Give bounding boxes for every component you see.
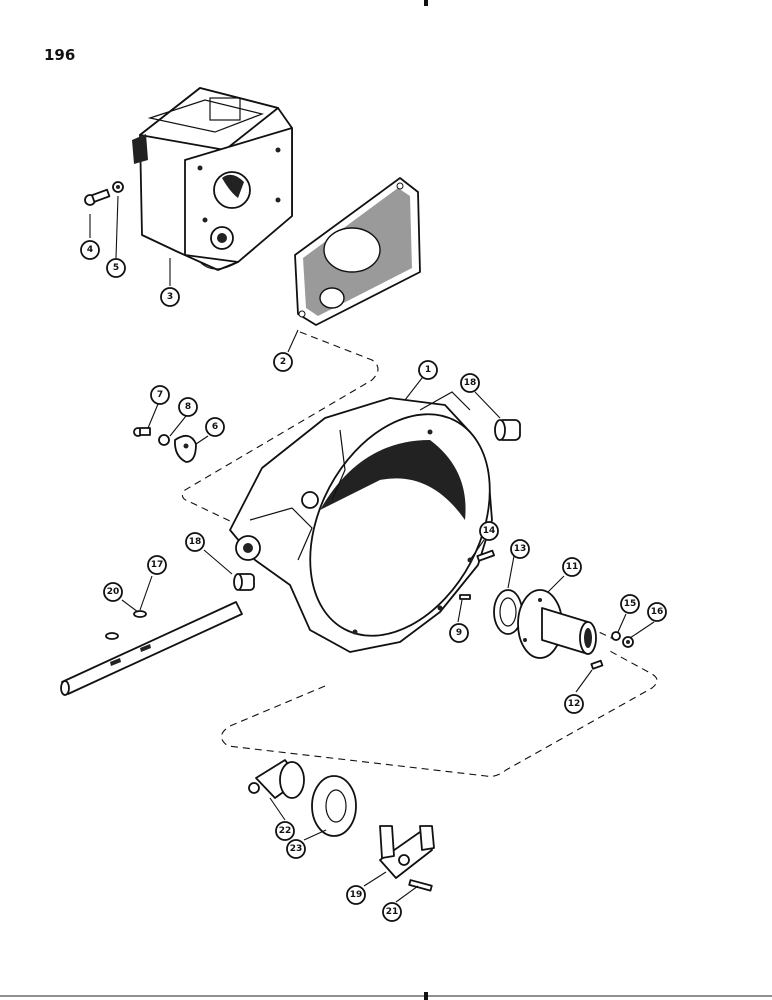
woodruff-key xyxy=(105,610,147,640)
callout-18-upper: 18 xyxy=(460,373,480,393)
release-bearing-carrier xyxy=(248,759,305,799)
top-edge-mark xyxy=(424,0,428,6)
callout-5: 5 xyxy=(106,258,126,278)
callout-6: 6 xyxy=(205,417,225,437)
bushing-lower xyxy=(233,573,255,591)
svg-text:3: 3 xyxy=(167,292,173,302)
dashed-link-gasket-housing xyxy=(181,331,379,523)
callout-20: 20 xyxy=(103,582,123,602)
lock-washer xyxy=(112,181,124,193)
svg-text:17: 17 xyxy=(151,560,164,570)
callout-22: 22 xyxy=(275,821,295,841)
svg-text:7: 7 xyxy=(157,390,163,400)
bearing-retainer xyxy=(517,589,597,659)
plate xyxy=(174,434,197,463)
callout-1: 1 xyxy=(418,360,438,380)
callout-19: 19 xyxy=(346,885,366,905)
svg-text:4: 4 xyxy=(87,245,93,255)
roll-pin xyxy=(408,879,433,892)
callout-8: 8 xyxy=(178,397,198,417)
callout-21: 21 xyxy=(382,902,402,922)
svg-text:23: 23 xyxy=(290,844,303,854)
dashed-link-hub-assembly xyxy=(220,649,658,777)
stud xyxy=(476,549,495,562)
callout-17: 17 xyxy=(147,555,167,575)
callout-7: 7 xyxy=(150,385,170,405)
svg-text:2: 2 xyxy=(280,357,286,367)
svg-text:16: 16 xyxy=(651,607,664,617)
screw xyxy=(133,427,151,437)
stud-lower xyxy=(590,659,604,670)
bottom-edge-mark xyxy=(424,992,428,1000)
svg-text:5: 5 xyxy=(113,263,119,273)
svg-text:13: 13 xyxy=(514,544,527,554)
callout-11: 11 xyxy=(562,557,582,577)
bolt xyxy=(84,188,111,206)
callout-15: 15 xyxy=(620,594,640,614)
callout-13: 13 xyxy=(510,539,530,559)
leader-lines xyxy=(89,195,655,903)
svg-text:8: 8 xyxy=(185,402,191,412)
bushing-upper xyxy=(494,419,521,441)
callout-16: 16 xyxy=(647,602,667,622)
svg-text:11: 11 xyxy=(566,562,579,572)
svg-text:20: 20 xyxy=(107,587,120,597)
svg-text:19: 19 xyxy=(350,890,363,900)
svg-text:1: 1 xyxy=(425,365,431,375)
svg-text:9: 9 xyxy=(456,628,462,638)
dowel-pin xyxy=(459,594,471,600)
callout-12: 12 xyxy=(564,694,584,714)
callout-14: 14 xyxy=(479,521,499,541)
nut xyxy=(622,636,634,648)
svg-text:14: 14 xyxy=(483,526,496,536)
svg-text:21: 21 xyxy=(386,907,399,917)
callout-18-lower: 18 xyxy=(185,532,205,552)
callout-9: 9 xyxy=(449,623,469,643)
svg-text:12: 12 xyxy=(568,699,581,709)
lock-washer-right xyxy=(611,631,621,641)
release-shaft xyxy=(60,601,243,696)
release-bearing xyxy=(311,775,357,837)
callout-23: 23 xyxy=(286,839,306,859)
washer xyxy=(158,434,170,446)
callout-2: 2 xyxy=(273,352,293,372)
svg-text:15: 15 xyxy=(624,599,637,609)
release-fork xyxy=(379,825,435,879)
callout-3: 3 xyxy=(160,287,180,307)
gasket xyxy=(294,177,421,326)
svg-text:6: 6 xyxy=(212,422,218,432)
transmission-case xyxy=(132,87,293,271)
svg-text:18: 18 xyxy=(464,378,477,388)
svg-text:22: 22 xyxy=(279,826,292,836)
clutch-housing xyxy=(229,391,493,653)
page-number: 196 xyxy=(44,46,76,64)
svg-text:18: 18 xyxy=(189,537,202,547)
callout-4: 4 xyxy=(80,240,100,260)
